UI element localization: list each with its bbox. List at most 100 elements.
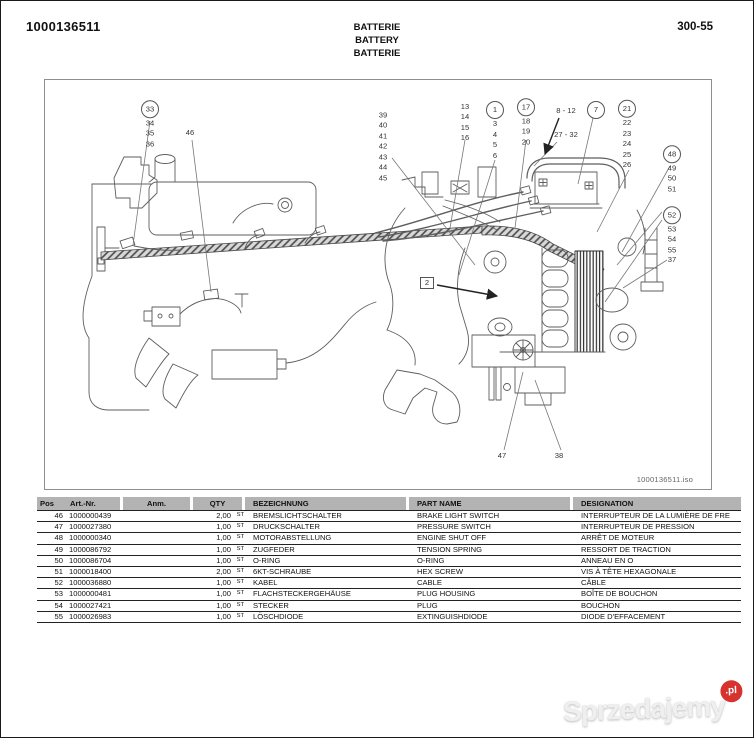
cell-qty-unit: ST xyxy=(236,601,244,608)
cell-pos: 52 xyxy=(54,578,63,588)
callout-number: 44 xyxy=(378,162,388,172)
cell-pos: 51 xyxy=(54,566,63,576)
callout-27-32: 27 - 32 xyxy=(554,130,578,141)
cell-part-name: TENSION SPRING xyxy=(417,544,482,554)
callout-number: 53 xyxy=(667,224,677,233)
cell-pos: 46 xyxy=(54,511,63,520)
callout-number: 35 xyxy=(145,128,155,138)
cell-anm xyxy=(123,612,193,622)
callout-number: 55 xyxy=(667,245,677,254)
callout-number: 54 xyxy=(667,234,677,244)
page-title: BATTERIE BATTERY BATTERIE xyxy=(1,21,753,60)
callout-number: 22 xyxy=(622,118,632,127)
cell-anm xyxy=(123,545,193,555)
cell-bezeichnung: DRUCKSCHALTER xyxy=(253,522,320,532)
cell-part-name: O-RING xyxy=(417,555,445,565)
callout-number: 34 xyxy=(145,118,155,127)
cell-designation: DIODE D'EFFACEMENT xyxy=(581,611,666,621)
callout-7: 7 xyxy=(587,101,605,119)
callout-number: 43 xyxy=(378,151,388,161)
title-line-en: BATTERY xyxy=(355,35,399,46)
cell-art-nr: 1000000439 xyxy=(69,511,112,520)
callout-number: 51 xyxy=(667,184,677,193)
callout-8-12: 8 - 12 xyxy=(556,106,575,117)
callout-number: 24 xyxy=(622,139,632,148)
cell-pos: 55 xyxy=(54,611,63,621)
cell-bezeichnung: ZUGFEDER xyxy=(253,544,295,554)
callout-number: 50 xyxy=(667,173,677,183)
watermark-pl-badge: .pl xyxy=(720,679,743,703)
callout-number: 8 - 12 xyxy=(556,105,576,115)
iso-file-label: 1000136511.iso xyxy=(636,475,693,484)
cell-pos: 47 xyxy=(54,522,63,532)
cell-anm xyxy=(123,511,193,521)
cell-art-nr: 1000027421 xyxy=(69,600,112,610)
cell-designation: ARRÊT DE MOTEUR xyxy=(581,533,655,543)
cell-bezeichnung: MOTORABSTELLUNG xyxy=(253,533,332,543)
col-header-artnr: Art.-Nr. xyxy=(67,497,123,510)
cell-pos: 50 xyxy=(54,555,63,565)
col-header-bezeichnung: BEZEICHNUNG xyxy=(245,497,409,510)
callout-number: 20 xyxy=(521,137,531,146)
callout-number: 38 xyxy=(554,450,564,460)
title-line-fr: BATTERIE xyxy=(353,48,401,59)
cell-part-name: EXTINGUISHDIODE xyxy=(417,611,488,621)
watermark-text: Sprzedajemy xyxy=(562,690,726,728)
cell-art-nr: 1000000340 xyxy=(69,533,112,543)
wiring-diagram-drawing xyxy=(82,117,671,451)
cell-qty-unit: ST xyxy=(236,534,244,541)
col-header-designation: DESIGNATION xyxy=(573,497,741,510)
callout-number: 36 xyxy=(145,139,155,148)
callout-number: 15 xyxy=(460,122,470,132)
cell-anm xyxy=(123,589,193,599)
callout-38: 38 xyxy=(555,451,563,462)
col-header-anm: Anm. xyxy=(123,497,193,510)
callout-number: 3 xyxy=(492,119,498,128)
cell-bezeichnung: KABEL xyxy=(253,578,278,588)
callout-number: 23 xyxy=(622,128,632,138)
cell-part-name: CABLE xyxy=(417,578,442,588)
callout-number: 27 - 32 xyxy=(554,129,578,139)
col-header-qty: QTY xyxy=(193,497,245,510)
callout-number: 41 xyxy=(378,130,388,140)
cell-anm xyxy=(123,522,193,532)
callout-number: 13 xyxy=(460,101,470,111)
cell-art-nr: 1000086704 xyxy=(69,555,112,565)
callout-number: 17 xyxy=(517,98,535,116)
callout-number: 45 xyxy=(378,172,388,182)
cell-bezeichnung: STECKER xyxy=(253,600,289,610)
callout-46: 46 xyxy=(186,128,194,139)
cell-designation: BOUCHON xyxy=(581,600,620,610)
callout-number: 26 xyxy=(622,160,632,169)
cell-part-name: PLUG HOUSING xyxy=(417,589,476,599)
callout-number: 33 xyxy=(141,100,159,118)
callout-2: 2 xyxy=(420,277,434,289)
cell-designation: INTERRUPTEUR DE LA LUMIÈRE DE FRE xyxy=(581,511,730,520)
callout-number: 21 xyxy=(618,100,636,118)
cell-qty-unit: ST xyxy=(236,545,244,552)
cell-art-nr: 1000086792 xyxy=(69,544,112,554)
callout-number: 16 xyxy=(460,133,470,143)
callout-47: 47 xyxy=(498,451,506,462)
cell-designation: VIS À TÊTE HEXAGONALE xyxy=(581,566,677,576)
callout-number: 5 xyxy=(492,140,498,149)
cell-anm xyxy=(123,533,193,543)
watermark: Sprzedajemy.pl xyxy=(562,679,744,728)
callout-number: 18 xyxy=(521,116,531,125)
callout-37: 37 xyxy=(668,255,676,266)
